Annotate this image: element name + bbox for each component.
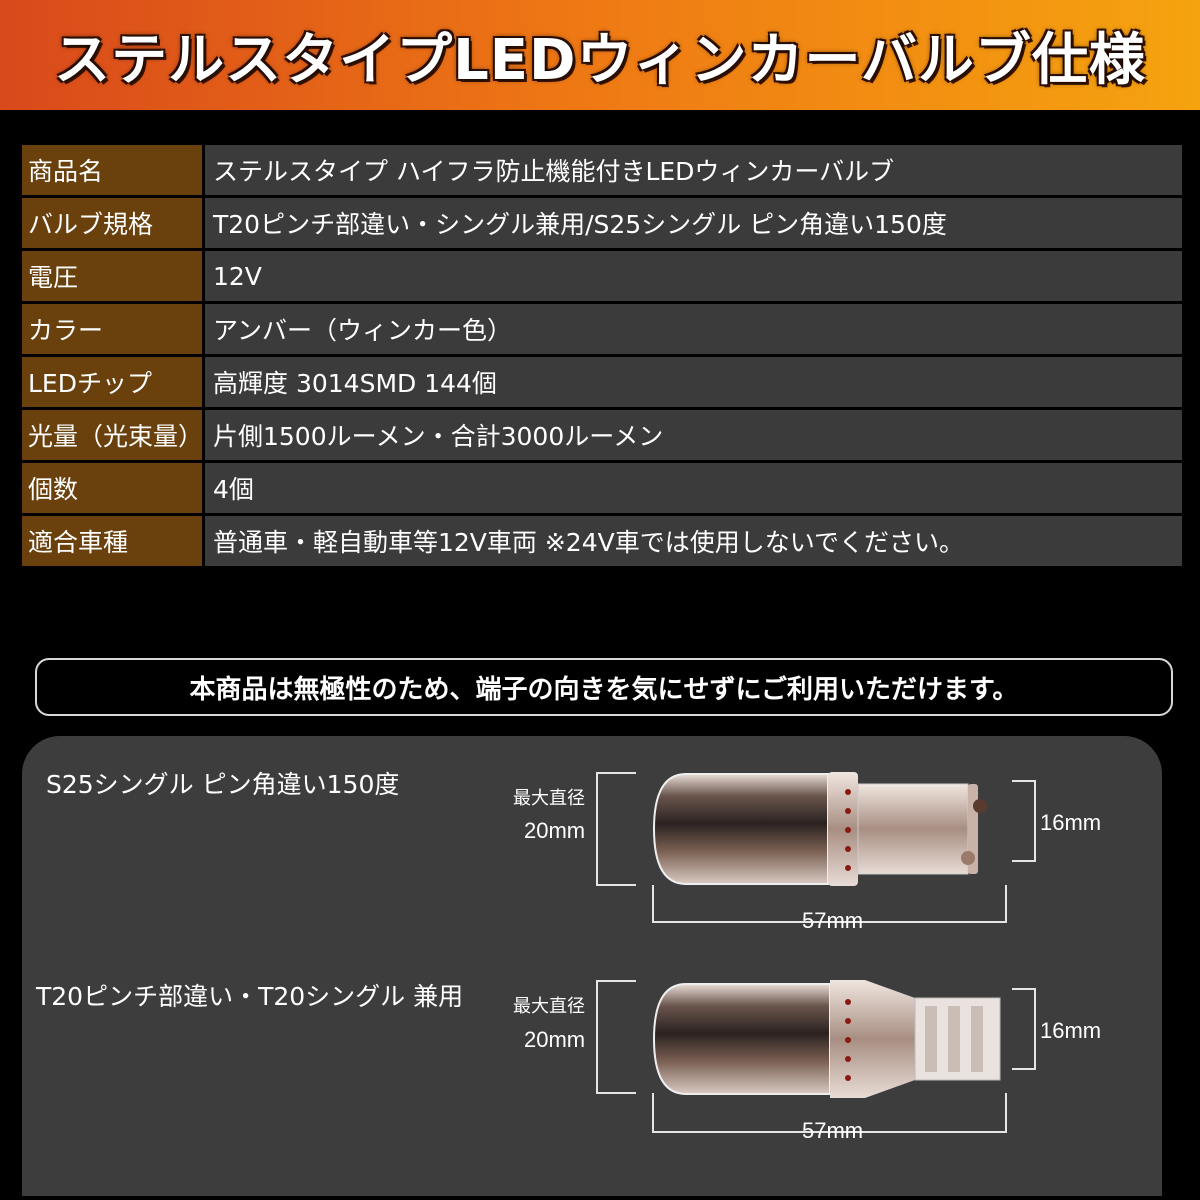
- spec-row: 光量（光束量） 片側1500ルーメン・合計3000ルーメン: [22, 410, 1182, 460]
- spec-value: 12V: [205, 251, 1182, 301]
- spec-row: カラー アンバー（ウィンカー色）: [22, 304, 1182, 354]
- spec-label: 光量（光束量）: [22, 410, 203, 460]
- header-banner: ステルスタイプLEDウィンカーバルブ仕様: [0, 0, 1200, 110]
- bulb-name-s25: S25シングル ピン角違い150度: [46, 770, 400, 799]
- max-diameter-label: 最大直径: [513, 788, 585, 808]
- spec-label: 電圧: [22, 251, 202, 301]
- spec-row: バルブ規格 T20ピンチ部違い・シングル兼用/S25シングル ピン角違い150度: [22, 198, 1182, 248]
- diameter-value: 20mm: [524, 818, 586, 843]
- spec-row: 商品名 ステルスタイプ ハイフラ防止機能付きLEDウィンカーバルブ: [22, 145, 1182, 195]
- t20-bulb-image: [652, 980, 1001, 1098]
- length-bracket: [652, 885, 1007, 923]
- spec-label: 個数: [22, 463, 202, 513]
- spec-label: 商品名: [22, 145, 202, 195]
- base-value: 16mm: [1040, 1018, 1102, 1043]
- diameter-bracket: [596, 772, 636, 886]
- spec-value: 普通車・軽自動車等12V車両 ※24V車では使用しないでください。: [205, 516, 1182, 566]
- spec-row: 適合車種 普通車・軽自動車等12V車両 ※24V車では使用しないでください。: [22, 516, 1182, 566]
- length-bracket: [652, 1093, 1007, 1133]
- spec-value: 片側1500ルーメン・合計3000ルーメン: [205, 410, 1182, 460]
- spec-value: 高輝度 3014SMD 144個: [205, 357, 1182, 407]
- spec-row: LEDチップ 高輝度 3014SMD 144個: [22, 357, 1182, 407]
- bulb-name-t20: T20ピンチ部違い・T20シングル 兼用: [36, 982, 464, 1011]
- max-diameter-label: 最大直径: [513, 996, 585, 1016]
- spec-row: 個数 4個: [22, 463, 1182, 513]
- notice-box: 本商品は無極性のため、端子の向きを気にせずにご利用いただけます。: [35, 658, 1173, 716]
- spec-label: 適合車種: [22, 516, 202, 566]
- base-bracket: [1012, 780, 1036, 862]
- spec-table: 商品名 ステルスタイプ ハイフラ防止機能付きLEDウィンカーバルブ バルブ規格 …: [22, 145, 1182, 569]
- page-title: ステルスタイプLEDウィンカーバルブ仕様: [54, 27, 1146, 93]
- length-value: 57mm: [802, 908, 864, 933]
- spec-row: 電圧 12V: [22, 251, 1182, 301]
- spec-value: ステルスタイプ ハイフラ防止機能付きLEDウィンカーバルブ: [205, 145, 1182, 195]
- s25-bulb-image: [652, 772, 987, 886]
- notice-text: 本商品は無極性のため、端子の向きを気にせずにご利用いただけます。: [189, 674, 1019, 705]
- spec-value: 4個: [205, 463, 1182, 513]
- length-value: 57mm: [802, 1118, 864, 1143]
- spec-value: T20ピンチ部違い・シングル兼用/S25シングル ピン角違い150度: [205, 198, 1182, 248]
- diameter-value: 20mm: [524, 1027, 586, 1052]
- spec-label: カラー: [22, 304, 202, 354]
- diameter-bracket: [596, 980, 636, 1094]
- base-bracket: [1012, 988, 1036, 1070]
- spec-value: アンバー（ウィンカー色）: [205, 304, 1182, 354]
- spec-label: LEDチップ: [22, 357, 202, 407]
- base-value: 16mm: [1040, 810, 1102, 835]
- spec-label: バルブ規格: [22, 198, 202, 248]
